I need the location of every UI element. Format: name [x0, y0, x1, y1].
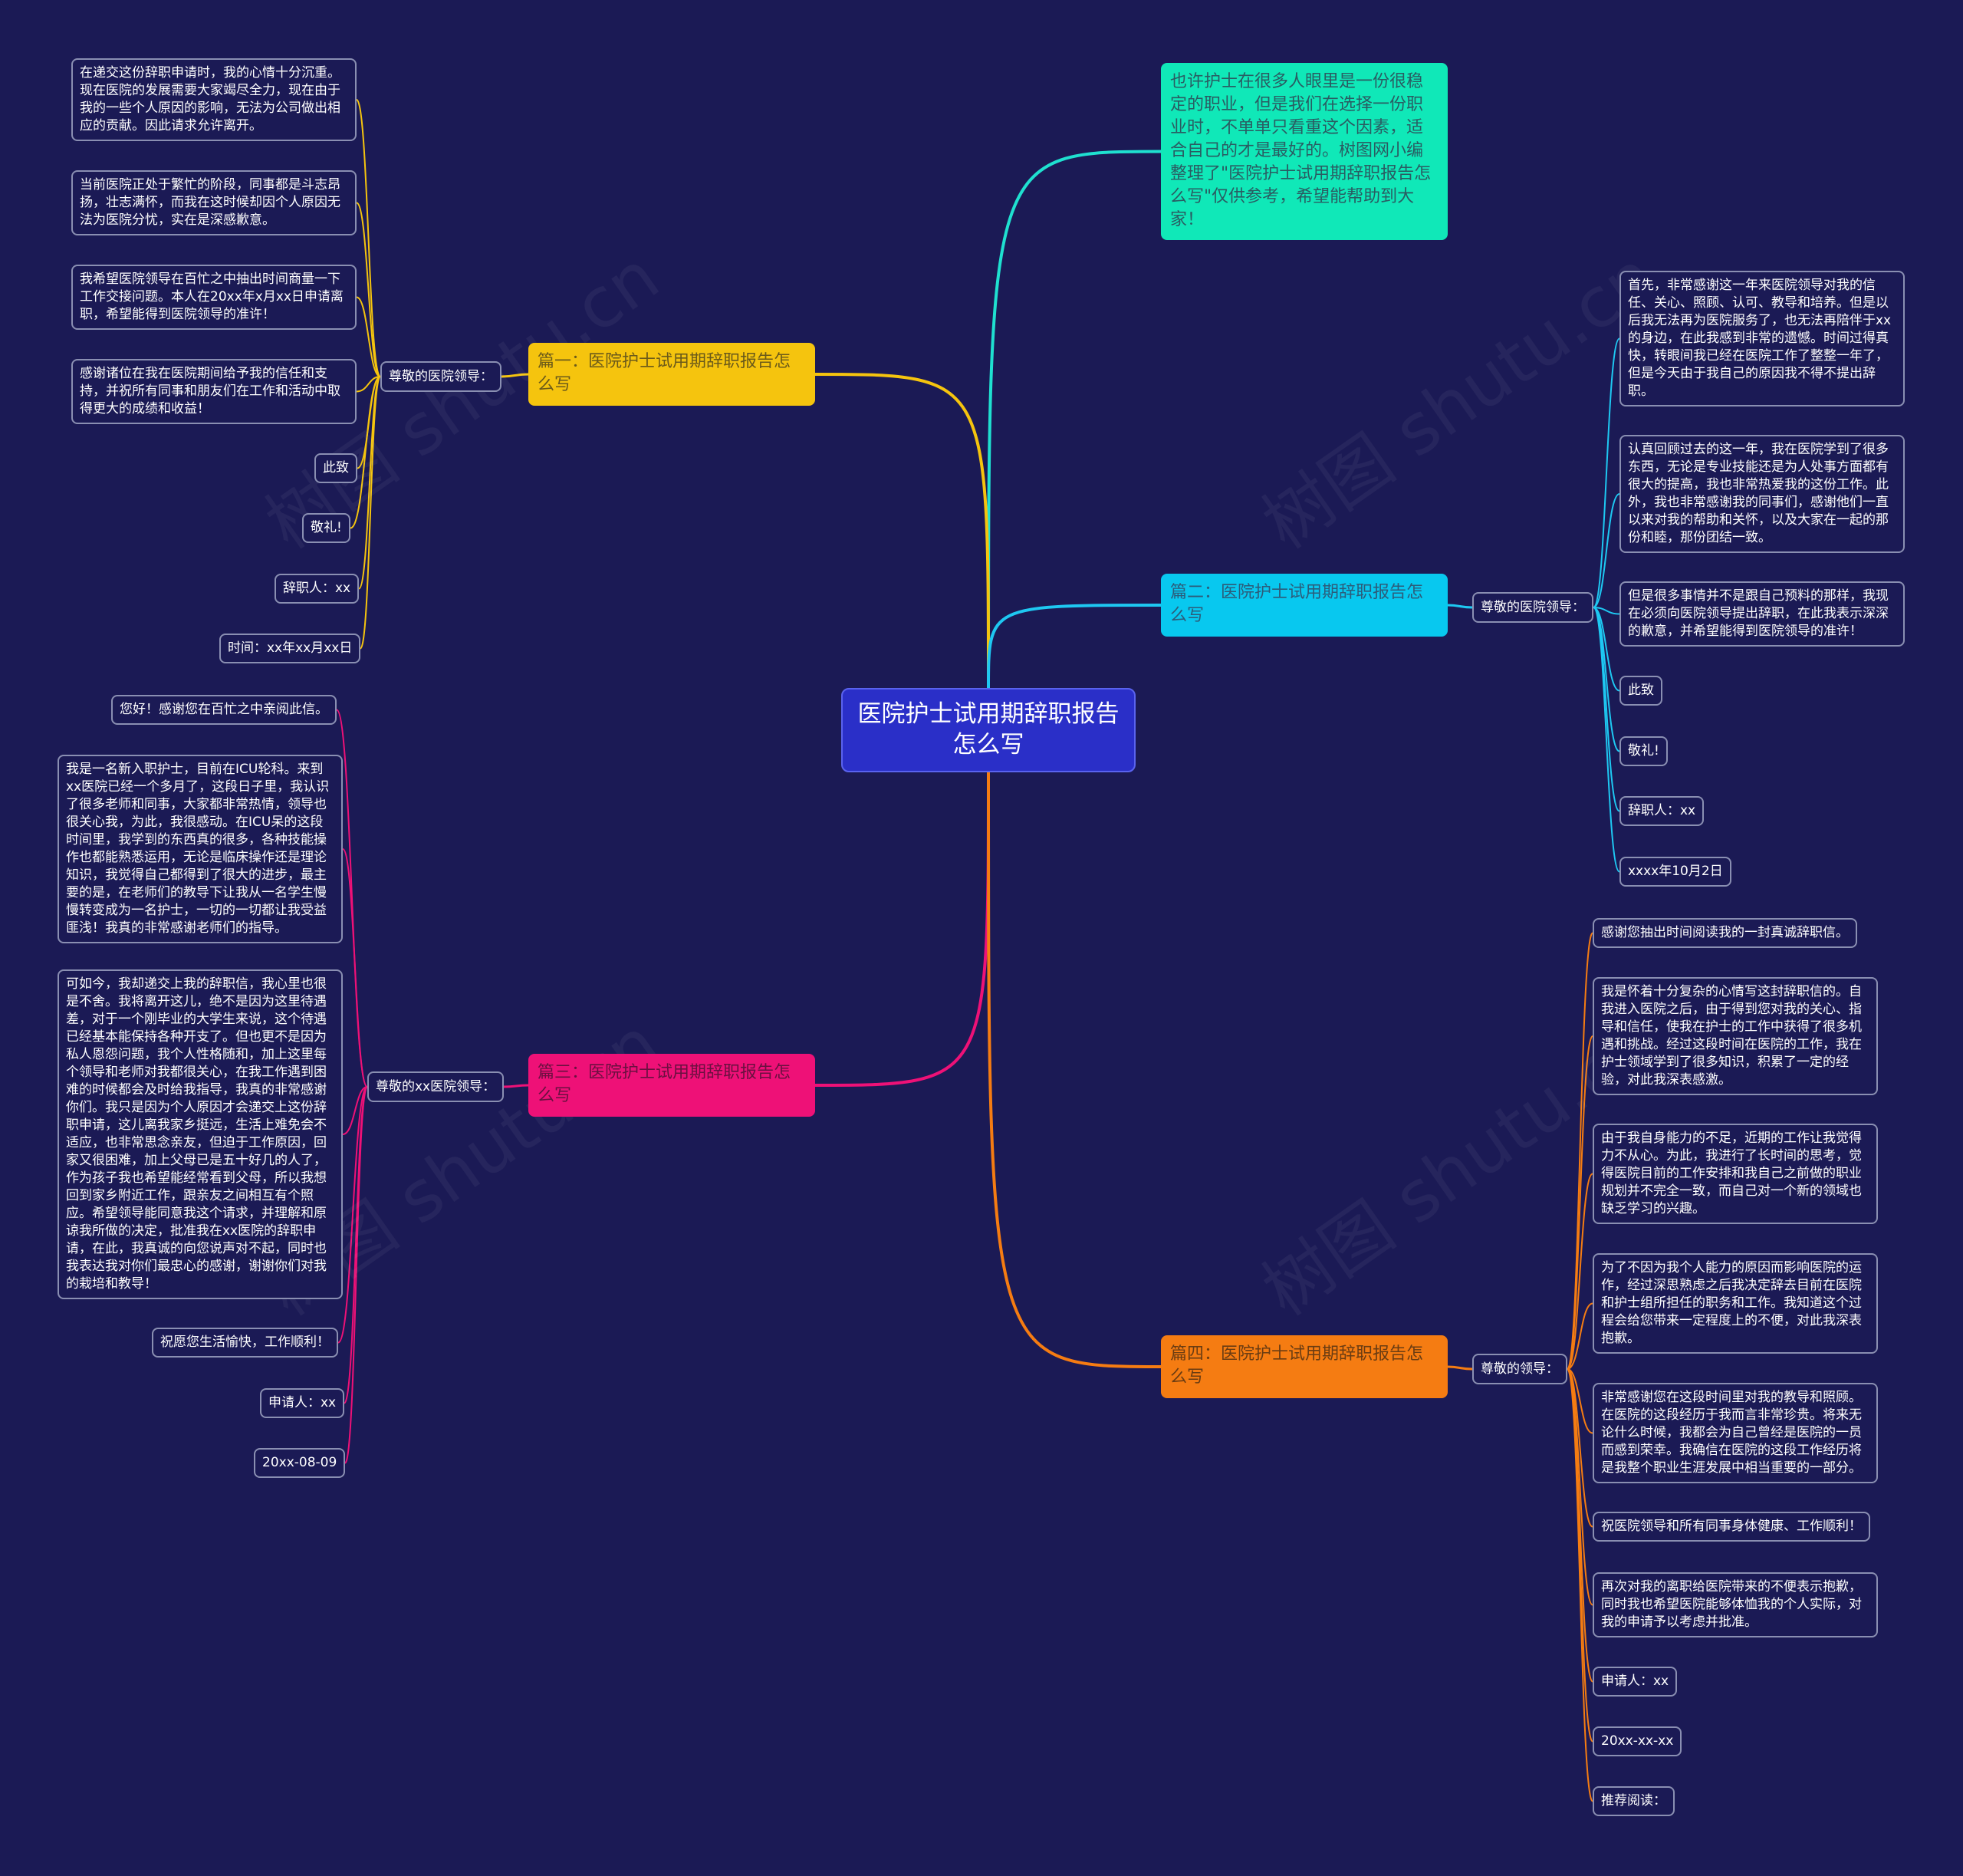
branch-4-item[interactable]: 非常感谢您在这段时间里对我的教导和照顾。在医院的这段经历于我而言非常珍贵。将来无… [1593, 1383, 1878, 1483]
connector-branch-greeting [1447, 1365, 1473, 1371]
connector-greeting-item [1593, 607, 1620, 873]
branch-2-item[interactable]: xxxx年10月2日 [1619, 857, 1731, 887]
branch-2-topic[interactable]: 篇二：医院护士试用期辞职报告怎么写 [1161, 574, 1448, 637]
branch-2-item[interactable]: 认真回顾过去的这一年，我在医院学到了很多东西，无论是专业技能还是为人处事方面都有… [1619, 435, 1905, 553]
connector-greeting-item [1593, 493, 1620, 608]
branch-3-topic[interactable]: 篇三：医院护士试用期辞职报告怎么写 [528, 1054, 815, 1117]
branch-4-item[interactable]: 申请人：xx [1593, 1667, 1678, 1697]
branch-4-greeting[interactable]: 尊敬的领导： [1472, 1354, 1567, 1384]
connector-greeting-item [337, 1086, 368, 1344]
connector-greeting-item [342, 848, 368, 1088]
branch-3-item[interactable]: 20xx-08-09 [254, 1448, 346, 1478]
branch-4-item[interactable]: 我是怀着十分复杂的心情写这封辞职信的。自我进入医院之后，由于得到您对我的关心、指… [1593, 977, 1878, 1095]
branch-4-item[interactable]: 感谢您抽出时间阅读我的一封真诚辞职信。 [1593, 918, 1857, 948]
branch-4-item[interactable]: 20xx-xx-xx [1593, 1726, 1682, 1756]
connector-greeting-item [1567, 1173, 1593, 1370]
connector-root-intro [987, 150, 1162, 689]
branch-3-item[interactable]: 祝愿您生活愉快，工作顺利！ [152, 1328, 338, 1358]
connector-greeting-item [1593, 607, 1620, 812]
branch-2-item[interactable]: 辞职人：xx [1619, 796, 1705, 826]
connector-greeting-item [356, 296, 381, 377]
connector-greeting-item [1593, 607, 1620, 615]
branch-2-item[interactable]: 此致 [1619, 676, 1662, 706]
connector-root-branch [814, 373, 990, 689]
branch-2-greeting[interactable]: 尊敬的医院领导： [1472, 592, 1593, 623]
branch-1-item[interactable]: 感谢诸位在我在医院期间给予我的信任和支持，并祝所有同事和朋友们在工作和活动中取得… [71, 359, 357, 424]
connector-greeting-item [356, 202, 381, 377]
branch-3-item[interactable]: 您好！感谢您在百忙之中亲阅此信。 [111, 695, 337, 725]
branch-1-item[interactable]: 在递交这份辞职申请时，我的心情十分沉重。现在医院的发展需要大家竭尽全力，现在由于… [71, 58, 357, 141]
branch-1-item[interactable]: 时间：xx年xx月xx日 [219, 634, 361, 663]
connector-greeting-item [1567, 1368, 1593, 1434]
branch-1-item[interactable]: 敬礼! [302, 513, 350, 543]
branch-3-item[interactable]: 我是一名新入职护士，目前在ICU轮科。来到xx医院已经一个多月了，这段日子里，我… [58, 755, 343, 943]
intro-note[interactable]: 也许护士在很多人眼里是一份很稳定的职业，但是我们在选择一份职业时，不单单只看重这… [1161, 63, 1448, 240]
connector-greeting-item [1567, 1302, 1593, 1370]
branch-1-greeting[interactable]: 尊敬的医院领导： [380, 361, 501, 392]
connector-branch-greeting [503, 1084, 529, 1088]
connector-greeting-item [1567, 1368, 1593, 1683]
branch-3-item[interactable]: 申请人：xx [260, 1388, 345, 1418]
root-topic[interactable]: 医院护士试用期辞职报告怎么写 [841, 688, 1136, 772]
connector-greeting-item [344, 1086, 368, 1404]
connector-greeting-item [356, 376, 381, 393]
connector-greeting-item [344, 1086, 368, 1464]
branch-1-item[interactable]: 当前医院正处于繁忙的阶段，同事都是斗志昂扬，壮志满怀，而我在这时候却因个人原因无… [71, 170, 357, 235]
branch-2-item[interactable]: 首先，非常感谢这一年来医院领导对我的信任、关心、照顾、认可、教导和培养。但是以后… [1619, 271, 1905, 406]
branch-2-item[interactable]: 敬礼! [1619, 736, 1668, 766]
connector-root-branch [987, 772, 1162, 1368]
branch-1-topic[interactable]: 篇一：医院护士试用期辞职报告怎么写 [528, 343, 815, 406]
connector-branch-greeting [1447, 604, 1473, 609]
branch-3-item[interactable]: 可如今，我却递交上我的辞职信，我心里也很是不舍。我将离开这儿，绝不是因为这里待遇… [58, 969, 343, 1299]
connector-greeting-item [1567, 1368, 1593, 1802]
branch-1-item[interactable]: 辞职人：xx [275, 574, 360, 604]
branch-4-topic[interactable]: 篇四：医院护士试用期辞职报告怎么写 [1161, 1335, 1448, 1398]
branch-3-greeting[interactable]: 尊敬的xx医院领导： [367, 1071, 505, 1102]
connector-greeting-item [350, 376, 381, 529]
branch-4-item[interactable]: 再次对我的离职给医院带来的不便表示抱歉，同时我也希望医院能够体恤我的个人实际，对… [1593, 1572, 1878, 1637]
connector-root-branch [987, 604, 1162, 689]
connector-greeting-item [1567, 1368, 1593, 1528]
branch-4-item[interactable]: 为了不因为我个人能力的原因而影响医院的运作，经过深思熟虑之后我决定辞去目前在医院… [1593, 1253, 1878, 1354]
branch-4-item[interactable]: 由于我自身能力的不足，近期的工作让我觉得力不从心。为此，我进行了长时间的思考，觉… [1593, 1124, 1878, 1224]
branch-1-item[interactable]: 此致 [314, 453, 357, 483]
connector-greeting-item [342, 1086, 368, 1135]
branch-2-item[interactable]: 但是很多事情并不是跟自己预料的那样，我现在必须向医院领导提出辞职，在此我表示深深… [1619, 581, 1905, 647]
connector-greeting-item [1593, 337, 1620, 608]
branch-4-item[interactable]: 推荐阅读： [1593, 1786, 1675, 1816]
connector-greeting-item [1567, 932, 1593, 1370]
connector-greeting-item [356, 99, 381, 377]
branch-4-item[interactable]: 祝医院领导和所有同事身体健康、工作顺利！ [1593, 1512, 1870, 1542]
connector-greeting-item [1567, 1368, 1593, 1743]
connector-root-branch [814, 772, 990, 1087]
connector-greeting-item [1567, 1035, 1593, 1370]
connector-greeting-item [360, 376, 381, 650]
branch-1-item[interactable]: 我希望医院领导在百忙之中抽出时间商量一下工作交接问题。本人在20xx年x月xx日… [71, 265, 357, 330]
connector-branch-greeting [501, 373, 529, 378]
